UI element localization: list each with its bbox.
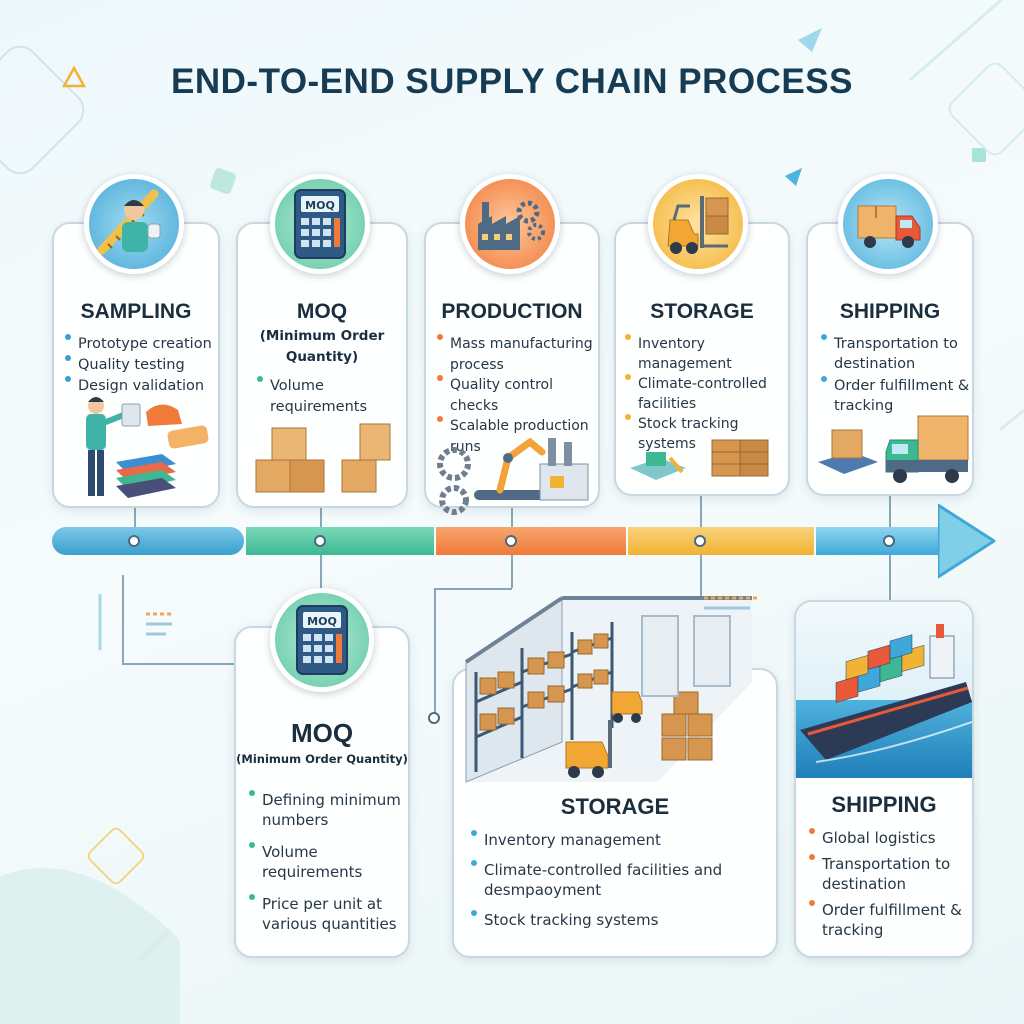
engineer-ruler-icon	[97, 189, 161, 255]
bullet-item: Stock tracking systems	[470, 910, 770, 930]
connector-line	[511, 548, 513, 588]
connector-line	[122, 663, 234, 665]
bullet-item: Order fulfillment & tracking	[808, 900, 970, 940]
bullet-item: Volume requirements	[256, 376, 396, 418]
stage-icon-circle-moq: MOQ	[270, 174, 370, 274]
timeline-node	[314, 535, 326, 547]
stage-title: STORAGE	[650, 300, 754, 323]
calculator-screen-text: MOQ	[305, 199, 335, 212]
bullet-item: Defining minimum numbers	[248, 790, 404, 830]
connector-line	[511, 508, 513, 542]
calculator-icon: MOQ	[296, 605, 348, 675]
stage-icon-circle-shipping	[838, 174, 938, 274]
stage-bullets: Global logistics Transportation to desti…	[808, 828, 970, 940]
bullet-item: Price per unit at various quantities	[248, 894, 404, 934]
stage-bullets: Mass manufacturing process Quality contr…	[436, 334, 600, 457]
connector-line	[134, 508, 136, 542]
stage-title: PRODUCTION	[441, 300, 583, 323]
stage-subtitle: (Minimum Order Quantity)	[236, 752, 408, 766]
bullet-item: Design validation	[64, 376, 212, 397]
timeline-segment-sampling	[52, 527, 244, 555]
stacked-boxes-illustration	[255, 423, 391, 493]
designer-with-fabric-swatches-illustration	[86, 397, 209, 498]
timeline-node	[883, 535, 895, 547]
connector-line	[889, 548, 891, 606]
stage-bullets: Inventory management Climate-controlled …	[624, 334, 790, 454]
timeline-node	[128, 535, 140, 547]
bullet-item: Global logistics	[808, 828, 970, 848]
timeline-segment-production	[436, 527, 626, 555]
bullet-item: Mass manufacturing process	[436, 334, 600, 375]
stage-title: SAMPLING	[80, 300, 192, 323]
detail-card-shipping: SHIPPING Global logistics Transportation…	[794, 600, 974, 958]
bullet-item: Transportation to destination	[820, 334, 972, 374]
timeline-arrowhead	[938, 503, 996, 579]
stage-subtitle: (Minimum Order Quantity)	[259, 328, 385, 365]
bullet-item: Quality control checks	[436, 375, 600, 416]
stage-bullets: Transportation to destination Order fulf…	[820, 334, 972, 416]
connector-line	[434, 588, 436, 718]
stage-icon-circle-storage	[648, 174, 748, 274]
robotic-arm-conveyor-illustration	[437, 437, 589, 515]
stage-icon-circle-sampling	[84, 174, 184, 274]
stage-title: SHIPPING	[831, 792, 937, 817]
stage-title: MOQ	[296, 300, 348, 323]
connector-node	[428, 712, 440, 724]
stage-icon-circle-production	[460, 174, 560, 274]
connector-line	[700, 548, 702, 628]
forklift-icon	[667, 196, 729, 254]
decorative-dashes	[704, 596, 760, 610]
bullet-item: Quality testing	[64, 355, 212, 376]
decorative-dashes	[98, 594, 172, 650]
detail-icon-circle-moq: MOQ	[270, 588, 374, 692]
bullet-item: Order fulfillment & tracking	[820, 376, 972, 416]
timeline-node	[505, 535, 517, 547]
bullet-item: Transportation to destination	[808, 854, 970, 894]
bullet-item: Climate-controlled facilities and desmpa…	[470, 860, 770, 900]
timeline-node	[694, 535, 706, 547]
timeline-segment-storage	[628, 527, 814, 555]
timeline-segment-moq	[246, 527, 434, 555]
pallet-and-truck-illustration	[818, 415, 969, 483]
stage-bullets: Inventory management Climate-controlled …	[470, 830, 770, 930]
pallets-and-scanner-illustration	[630, 439, 769, 480]
stage-bullets: Volume requirements	[256, 376, 396, 418]
connector-line	[122, 575, 124, 665]
bullet-item: Volume requirements	[248, 842, 404, 882]
bullet-item: Scalable production runs	[436, 416, 600, 457]
delivery-truck-icon	[857, 205, 921, 248]
connector-line	[320, 548, 322, 608]
connector-line	[700, 495, 702, 541]
calculator-screen-text: MOQ	[307, 615, 337, 628]
page-title: END-TO-END SUPPLY CHAIN PROCESS	[171, 62, 853, 101]
stage-bullets: Prototype creation Quality testing Desig…	[64, 334, 212, 397]
warehouse-icon	[464, 596, 752, 783]
bullet-item: Inventory management	[470, 830, 770, 850]
factory-gears-icon	[478, 200, 545, 250]
stage-title: MOQ	[290, 718, 354, 748]
bullet-item: Prototype creation	[64, 334, 212, 355]
stage-title: STORAGE	[560, 794, 670, 819]
stage-title: SHIPPING	[839, 300, 941, 323]
calculator-icon: MOQ	[294, 189, 346, 259]
connector-line	[889, 495, 891, 541]
connector-line	[320, 508, 322, 542]
cargo-ship-icon	[796, 602, 972, 778]
bullet-item: Inventory management	[624, 334, 790, 374]
bullet-item: Climate-controlled facilities	[624, 374, 790, 414]
stage-bullets: Defining minimum numbers Volume requirem…	[248, 790, 404, 934]
bullet-item: Stock tracking systems	[624, 414, 790, 454]
connector-line	[434, 588, 512, 590]
